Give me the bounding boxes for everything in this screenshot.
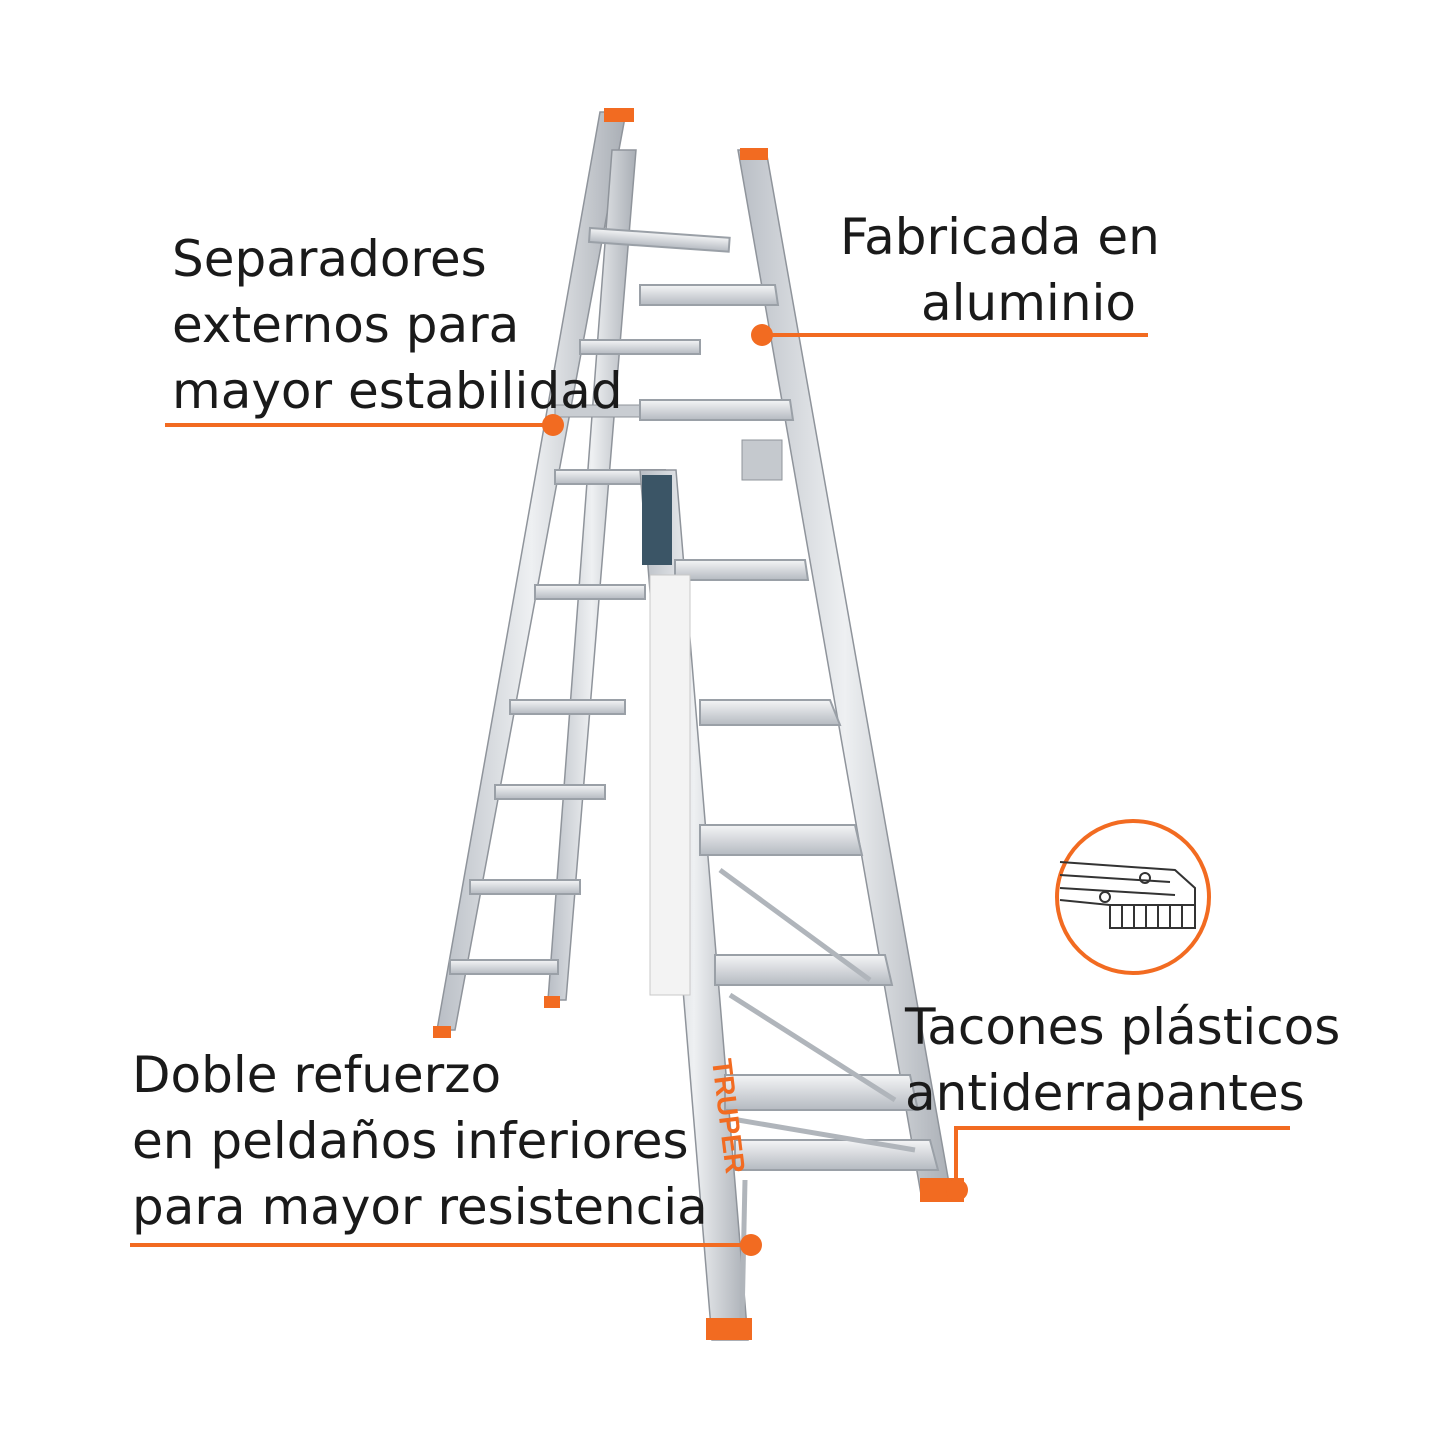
callout-separadores-line-3: mayor estabilidad: [172, 362, 623, 420]
callout-aluminio-line-2: aluminio: [921, 274, 1136, 332]
callout-separadores-line-1: Separadores: [172, 230, 487, 288]
callout-separadores-leader: [165, 423, 553, 427]
front-ladder: TRUPER: [639, 148, 964, 1341]
callout-tacones: Tacones plásticos antiderrapantes: [905, 994, 1341, 1126]
callout-aluminio-leader: [762, 333, 1148, 337]
callout-tacones-line-2: antiderrapantes: [905, 1064, 1305, 1122]
callout-refuerzo-dot: [740, 1234, 762, 1256]
callout-tacones-leader: [954, 1126, 1290, 1130]
callout-aluminio: Fabricada en aluminio: [840, 204, 1160, 336]
callout-refuerzo-line-3: para mayor resistencia: [132, 1178, 708, 1236]
callout-refuerzo: Doble refuerzo en peldaños inferiores pa…: [132, 1042, 708, 1240]
callout-separadores: Separadores externos para mayor estabili…: [172, 226, 623, 424]
callout-aluminio-dot: [751, 324, 773, 346]
callout-separadores-line-2: externos para: [172, 296, 520, 354]
back-ladder: [433, 108, 731, 1038]
callout-refuerzo-line-1: Doble refuerzo: [132, 1046, 502, 1104]
callout-tacones-line-1: Tacones plásticos: [905, 998, 1341, 1056]
callout-tacones-dot: [946, 1179, 968, 1201]
callout-tacones-leader-vertical: [954, 1126, 958, 1188]
callout-refuerzo-leader: [130, 1243, 750, 1247]
callout-refuerzo-line-2: en peldaños inferiores: [132, 1112, 689, 1170]
callout-aluminio-line-1: Fabricada en: [840, 208, 1160, 266]
anti-slip-foot-detail-icon: [1055, 819, 1211, 975]
callout-separadores-dot: [542, 414, 564, 436]
